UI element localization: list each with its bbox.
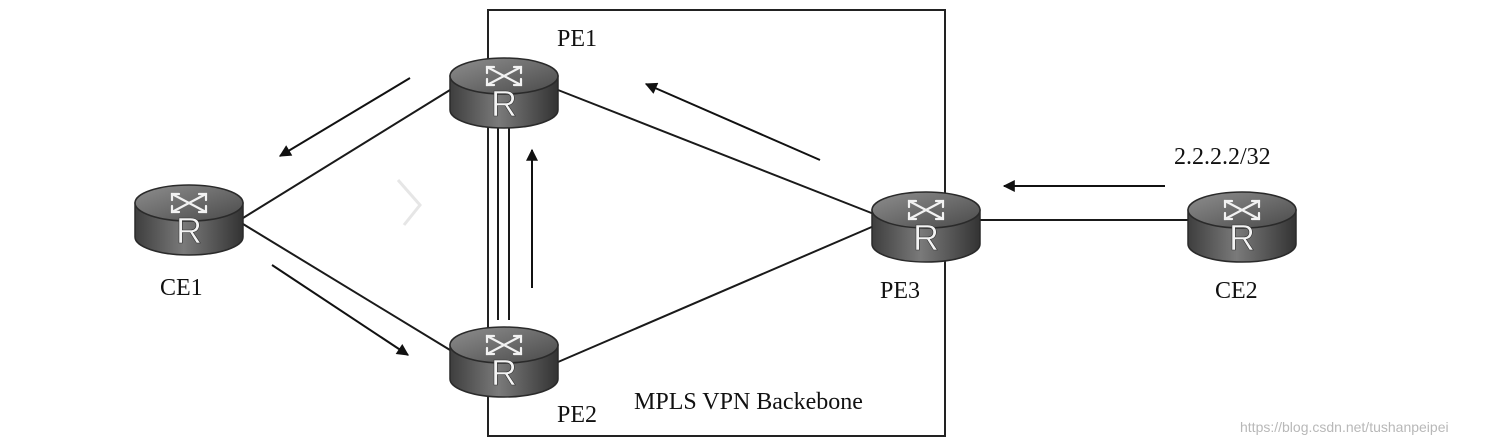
router-icon-pe1: R: [449, 57, 559, 129]
background-smudge: [396, 179, 422, 226]
router-icon-ce2: R: [1187, 191, 1297, 263]
node-label-pe3: PE3: [880, 278, 920, 304]
link-ce1-pe2: [242, 223, 451, 351]
links: [242, 89, 1192, 363]
node-label-ce1: CE1: [160, 275, 203, 301]
arrow-pe1-to-ce1: [278, 77, 411, 157]
router-icon-ce1: R: [134, 184, 244, 256]
route-arrows: [271, 77, 1165, 356]
node-label-pe2: PE2: [557, 402, 597, 428]
router-glyph: R: [491, 83, 517, 124]
router-glyph: R: [913, 217, 939, 258]
arrow-pe3-to-pe1: [644, 82, 821, 161]
router-icon-pe3: R: [871, 191, 981, 263]
prefix-label: 2.2.2.2/32: [1174, 144, 1271, 170]
arrow-ce1-to-pe2: [271, 264, 410, 356]
link-pe1-pe3: [557, 89, 875, 215]
watermark: https://blog.csdn.net/tushanpeipei: [1240, 419, 1449, 435]
node-label-pe1: PE1: [557, 26, 597, 52]
backbone-label: MPLS VPN Backebone: [634, 389, 863, 415]
router-glyph: R: [1229, 217, 1255, 258]
router-icon-pe2: R: [449, 326, 559, 398]
node-label-ce2: CE2: [1215, 278, 1258, 304]
link-pe2-pe3: [557, 225, 875, 363]
routers: R R R R R: [134, 57, 1297, 398]
link-ce1-pe1: [242, 89, 451, 219]
router-glyph: R: [491, 352, 517, 393]
router-glyph: R: [176, 210, 202, 251]
